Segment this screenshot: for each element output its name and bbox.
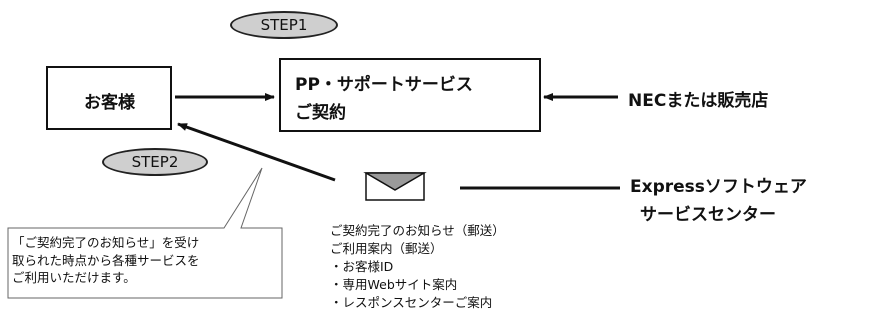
contract-box-line2: ご契約 <box>295 103 346 123</box>
mail-items: ご契約完了のお知らせ（郵送） ご利用案内（郵送） ・お客様ID ・専用Webサイ… <box>330 222 505 312</box>
callout-text: 「ご契約完了のお知らせ」を受け 取られた時点から各種サービスを ご利用いただけま… <box>12 234 280 287</box>
arrow-mail-to-customer <box>177 122 336 182</box>
mail-item-5: ・レスポンスセンターご案内 <box>330 295 493 310</box>
express-line1: Expressソフトウェア <box>630 177 807 197</box>
mail-item-1: ご契約完了のお知らせ（郵送） <box>330 223 505 238</box>
callout-balloon <box>7 167 283 299</box>
nec-label: NECまたは販売店 <box>628 91 769 111</box>
step2-badge: STEP2 <box>102 148 208 176</box>
callout-line1: 「ご契約完了のお知らせ」を受け <box>12 235 200 250</box>
step1-badge: STEP1 <box>230 11 338 39</box>
contract-box-line1: PP・サポートサービス <box>295 75 473 95</box>
mail-item-4: ・専用Webサイト案内 <box>330 277 458 292</box>
callout-line2: 取られた時点から各種サービスを <box>12 252 200 268</box>
callout-line3: ご利用いただけます。 <box>12 270 136 285</box>
mail-item-3: ・お客様ID <box>330 259 394 274</box>
contract-box: PP・サポートサービス ご契約 <box>279 58 541 132</box>
envelope-icon <box>363 172 427 201</box>
express-line2: サービスセンター <box>640 205 776 225</box>
customer-box: お客様 <box>46 66 172 130</box>
customer-label: お客様 <box>84 93 135 113</box>
mail-item-2: ご利用案内（郵送） <box>330 241 443 256</box>
